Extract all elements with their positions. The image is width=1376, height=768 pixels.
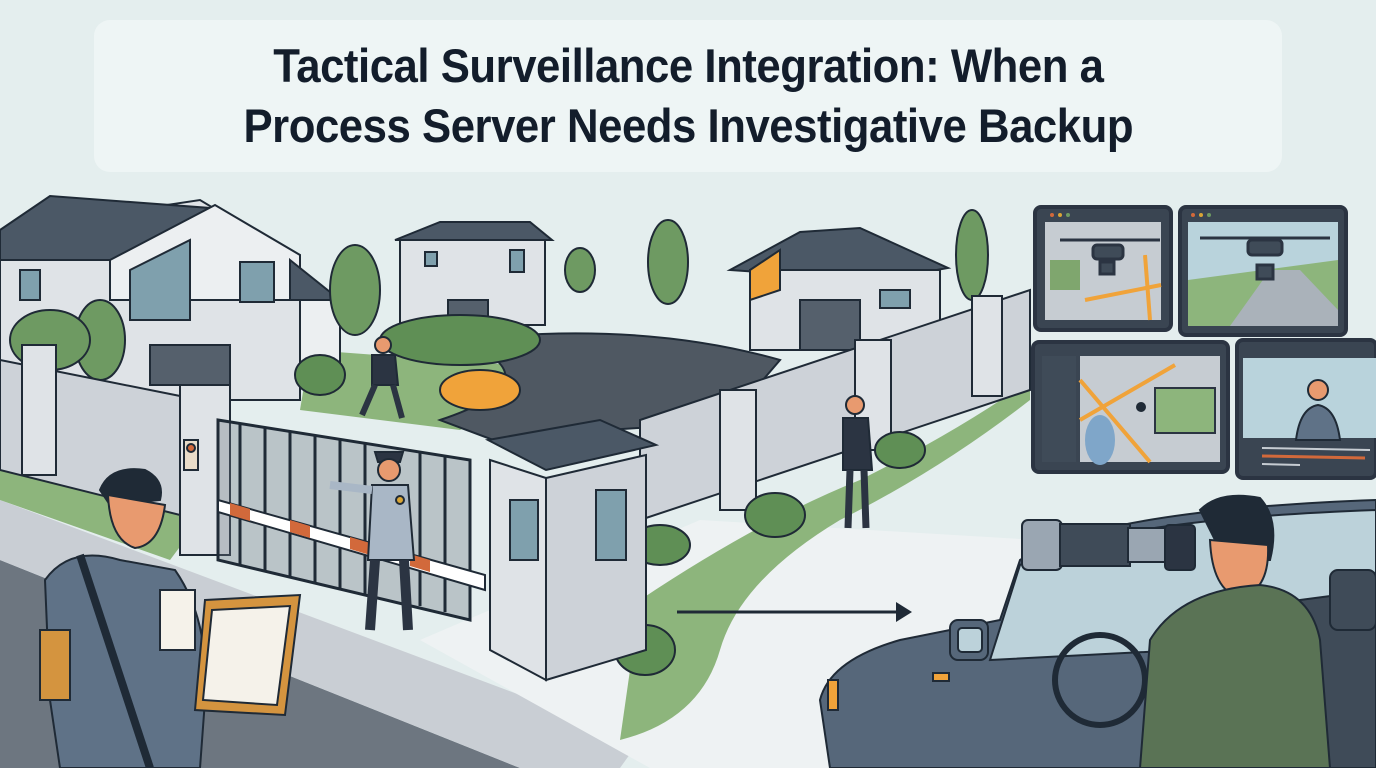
monitor-drone-camera — [1178, 205, 1348, 337]
back-house-right — [726, 226, 952, 351]
trees — [9, 209, 989, 381]
monitor-map-tracking — [1031, 340, 1230, 474]
fleeing-subject — [359, 336, 405, 419]
investigator-with-camera — [1021, 494, 1332, 768]
security-guard — [329, 451, 416, 631]
guard-booth — [484, 418, 660, 682]
drone-icon — [1060, 238, 1160, 276]
direction-arrow — [677, 602, 912, 622]
monitor-drone-map — [1033, 205, 1173, 332]
drone-icon — [1200, 236, 1330, 281]
title-line-1: Tactical Surveillance Integration: When … — [272, 39, 1104, 92]
title-banner: Tactical Surveillance Integration: When … — [94, 20, 1282, 172]
camera-lens — [1021, 519, 1196, 571]
figure-at-wall-door — [842, 395, 874, 529]
back-house-center — [394, 221, 555, 331]
location-pin-icon — [1136, 402, 1146, 412]
monitor-subject-video — [1235, 338, 1376, 480]
process-server — [39, 468, 302, 768]
title-line-2: Process Server Needs Investigative Backu… — [243, 99, 1133, 152]
